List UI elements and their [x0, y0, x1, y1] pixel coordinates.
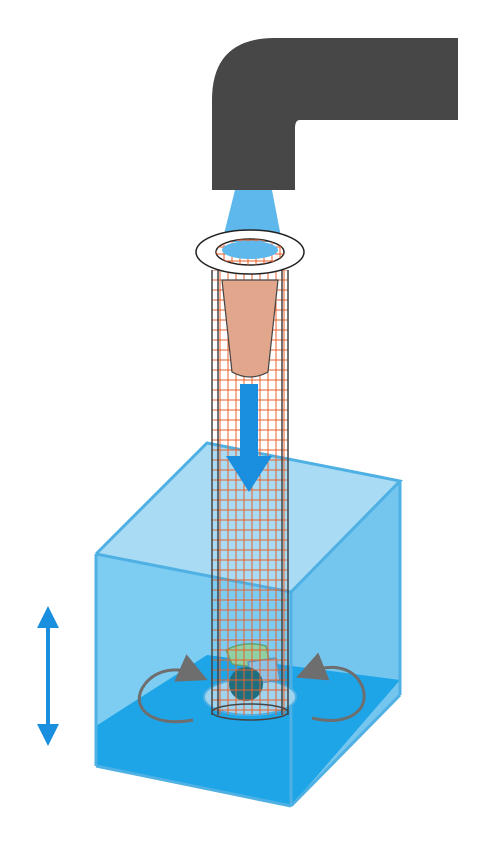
down-arrow-icon: [226, 384, 272, 492]
circular-arrow-right-icon: [296, 652, 366, 722]
water-jet: [222, 190, 282, 242]
pipe: [212, 38, 458, 190]
circular-arrow-left-icon: [137, 654, 208, 724]
tank-top-face: [96, 443, 400, 592]
sample-ball: [229, 667, 263, 701]
mesh-tube: [212, 270, 288, 715]
funnel: [221, 279, 279, 378]
jet-entry: [222, 241, 278, 259]
mesh-tube-frame: [211, 270, 289, 721]
water-surface: [96, 655, 400, 806]
double-headed-vertical-arrow-icon: [37, 606, 59, 746]
